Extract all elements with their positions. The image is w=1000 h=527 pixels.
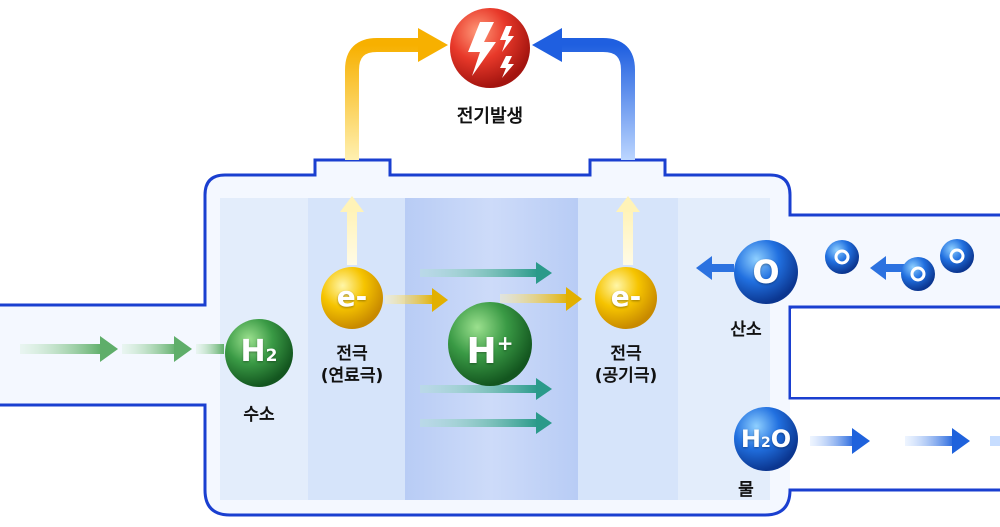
hydrogen-label: 수소: [243, 405, 275, 425]
electron-up-arrows: [340, 196, 640, 265]
oxygen-flow-arrows: [696, 256, 905, 280]
hydrogen-symbol: H2: [240, 334, 278, 369]
oxygen-atom: [734, 240, 798, 304]
water-molecule: [734, 407, 798, 471]
cathode-label: 전극 (공기극): [594, 344, 658, 386]
external-circuit: [345, 28, 635, 160]
electron-left: [321, 267, 383, 329]
proton-symbol: H+: [466, 331, 514, 372]
wire-arrow-left: [418, 28, 448, 62]
water-symbol: H2O: [740, 425, 792, 453]
oxygen-label: 산소: [730, 320, 762, 340]
hydrogen-inflow-arrows: [20, 336, 224, 362]
anode-label: 전극 (연료극): [320, 344, 384, 386]
water-outflow-arrows: [810, 428, 1000, 454]
proton: [448, 302, 532, 386]
electron-right-symbol: e-: [610, 280, 642, 313]
lightning-icon: [450, 8, 530, 88]
proton-flow-arrows: [420, 262, 552, 434]
water-label: 물: [738, 480, 754, 500]
wire-arrow-right: [532, 28, 562, 62]
small-oxygen-atoms: [825, 239, 974, 291]
electron-right: [595, 267, 657, 329]
hydrogen-molecule: [225, 319, 293, 387]
diagram-title: 전기발생: [456, 106, 524, 127]
electron-flow-arrows: [385, 287, 582, 312]
electron-left-symbol: e-: [336, 280, 368, 313]
oxygen-symbol: O: [752, 253, 780, 291]
